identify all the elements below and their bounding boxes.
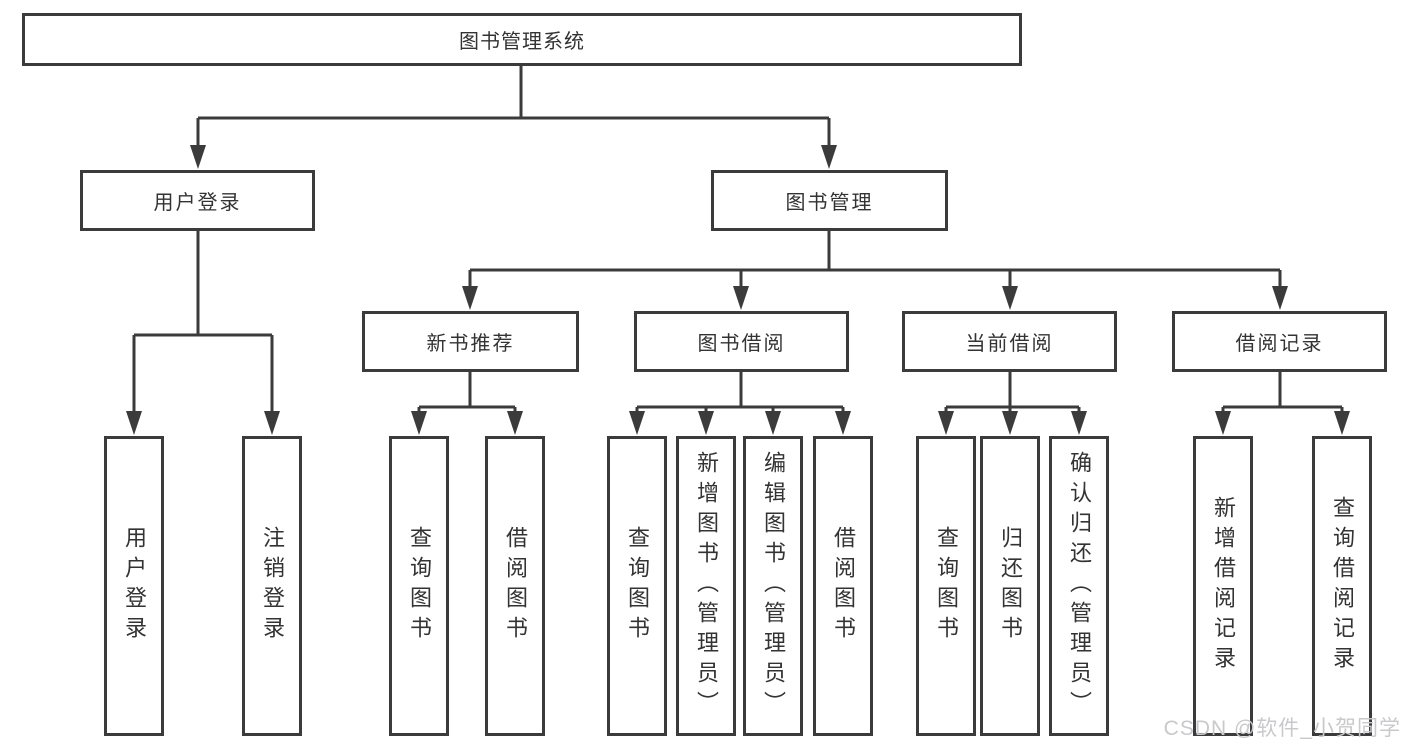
leaf-label: 归还图书 [998,526,1023,646]
leaf-label: 用户登录 [122,526,147,646]
node-leaf-query-books-1: 查询图书 [389,436,449,736]
node-library-management-system: 图书管理系统 [22,13,1022,66]
arrowhead-icons [126,145,1350,435]
leaf-label: 查询图书 [407,526,432,646]
connector-paths [132,66,1344,417]
leaf-label: 借阅图书 [503,526,528,646]
node-leaf-query-books-2: 查询图书 [607,436,667,736]
watermark: CSDN @软件_小贺同学 [1163,717,1401,740]
node-leaf-confirm-return-admin: 确认归还（管理员） [1049,436,1109,736]
node-new-book-recommendation: 新书推荐 [362,311,579,372]
node-leaf-query-books-3: 查询图书 [916,436,976,736]
node-leaf-add-borrow-record: 新增借阅记录 [1193,436,1253,736]
leaf-label: 新增借阅记录 [1211,496,1236,676]
node-book-management-branch: 图书管理 [711,170,948,231]
node-borrowing-records: 借阅记录 [1172,311,1387,372]
node-current-borrowing: 当前借阅 [902,311,1117,372]
leaf-label: 编辑图书（管理员） [761,451,786,721]
leaf-label: 确认归还（管理员） [1067,451,1092,721]
node-leaf-borrow-books-1: 借阅图书 [485,436,545,736]
leaf-label: 查询借阅记录 [1330,496,1355,676]
node-leaf-edit-books-admin: 编辑图书（管理员） [743,436,803,736]
leaf-label: 新增图书（管理员） [694,451,719,721]
node-leaf-return-books: 归还图书 [980,436,1040,736]
node-leaf-logout: 注销登录 [242,436,302,736]
node-leaf-add-books-admin: 新增图书（管理员） [676,436,736,736]
leaf-label: 查询图书 [625,526,650,646]
node-leaf-borrow-books-2: 借阅图书 [813,436,873,736]
node-user-login-branch: 用户登录 [80,170,315,231]
node-leaf-query-borrow-record: 查询借阅记录 [1312,436,1372,736]
leaf-label: 注销登录 [260,526,285,646]
leaf-label: 查询图书 [934,526,959,646]
node-leaf-user-login: 用户登录 [104,436,164,736]
leaf-label: 借阅图书 [831,526,856,646]
node-book-borrowing: 图书借阅 [634,311,849,372]
